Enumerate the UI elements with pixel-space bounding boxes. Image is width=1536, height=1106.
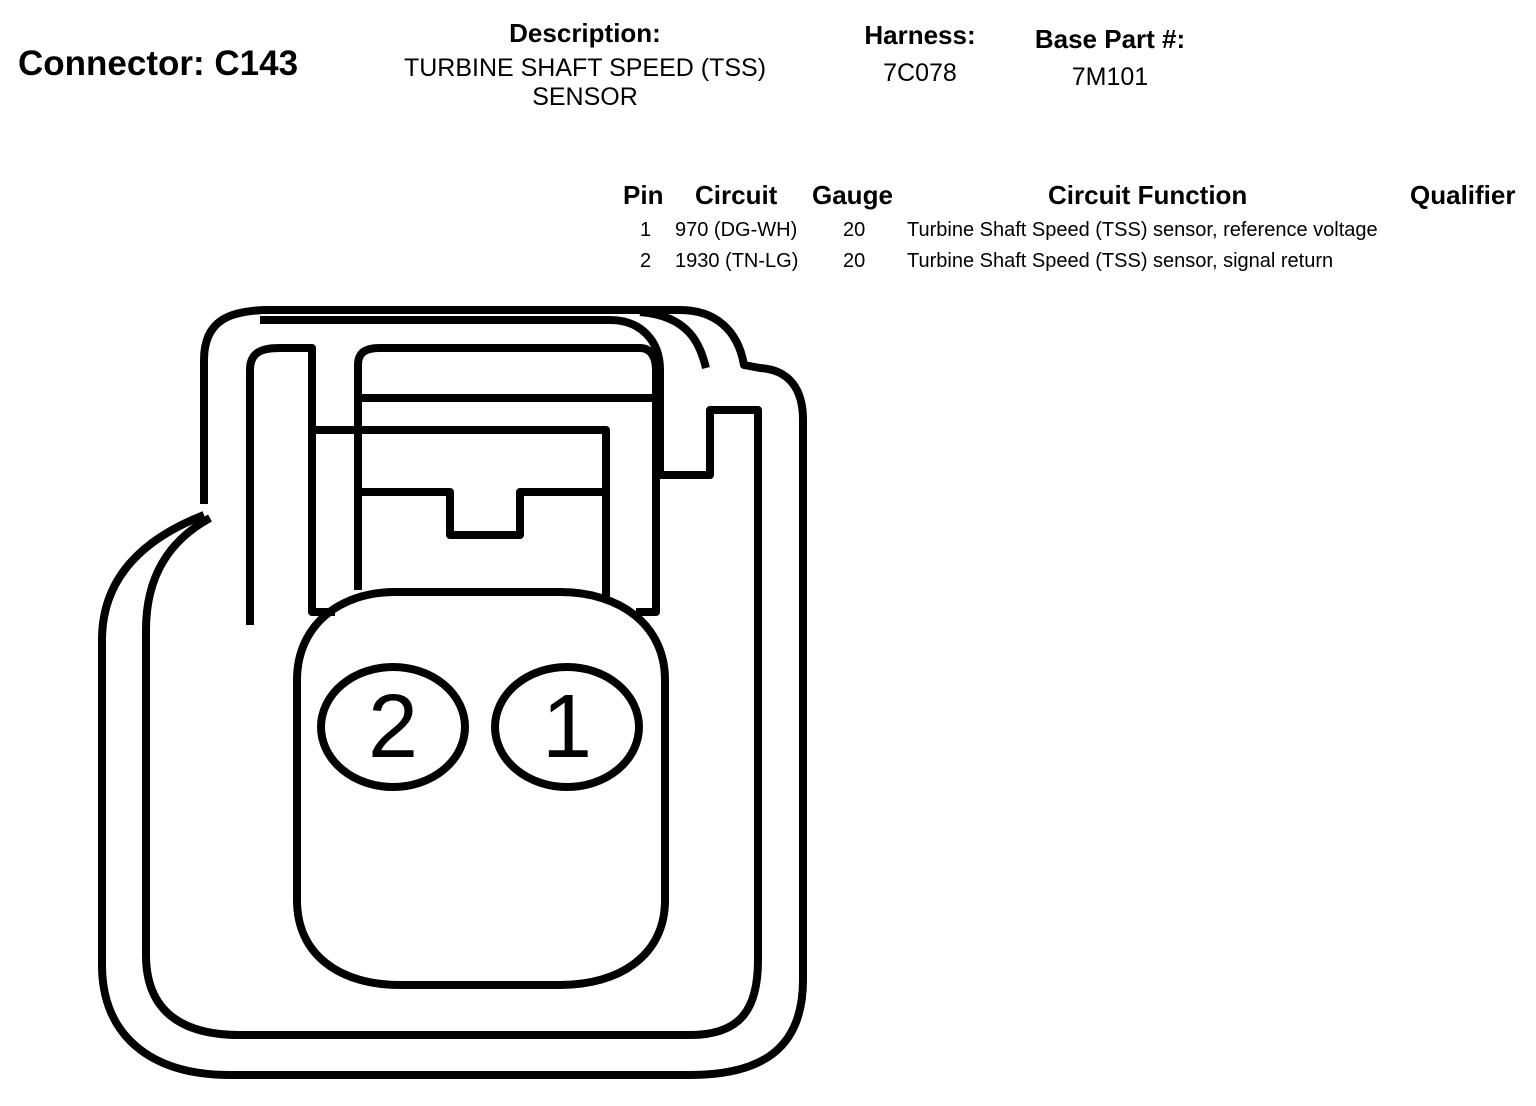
pin-label-2: 2 — [368, 677, 418, 777]
base-part-label: Base Part #: — [1034, 24, 1186, 54]
terminal-body — [293, 588, 669, 989]
base-part-block: Base Part #: 7M101 — [1015, 24, 1205, 92]
row-gauge: 20 — [843, 219, 866, 241]
pin-cavity-1 — [491, 663, 643, 791]
base-part-value: 7M101 — [1071, 63, 1149, 91]
header-circuit-function: Circuit Function — [1048, 180, 1248, 210]
harness-label: Harness: — [864, 20, 976, 50]
housing-shoulder-line — [639, 308, 710, 370]
connector-title: Connector: C143 — [18, 44, 299, 83]
harness-value: 7C078 — [883, 59, 957, 87]
pin-cavity-2 — [317, 663, 469, 791]
latch-line-low — [360, 488, 604, 539]
row-pin: 1 — [640, 219, 652, 241]
housing-outer-outline — [98, 306, 807, 1079]
header-pin: Pin — [623, 180, 664, 210]
latch-upper-body — [354, 344, 660, 616]
description-block: Description: TURBINE SHAFT SPEED (TSS) S… — [370, 18, 800, 112]
row-gauge: 20 — [843, 250, 866, 272]
header-qualifier: Qualifier — [1410, 180, 1516, 210]
housing-inner-outline — [142, 316, 762, 1039]
description-line-1: TURBINE SHAFT SPEED (TSS) — [403, 54, 767, 82]
row-circuit: 970 (DG-WH) — [675, 219, 798, 241]
row-function: Turbine Shaft Speed (TSS) sensor, signal… — [907, 250, 1334, 272]
description-text: TURBINE SHAFT SPEED (TSS) SENSOR — [370, 54, 800, 112]
header-circuit: Circuit — [695, 180, 778, 210]
harness-block: Harness: 7C078 — [840, 20, 1000, 88]
row-function: Turbine Shaft Speed (TSS) sensor, refere… — [907, 219, 1378, 241]
description-label: Description: — [509, 18, 661, 48]
latch-left — [246, 344, 335, 625]
pin-label-1: 1 — [542, 677, 592, 777]
description-line-2: SENSOR — [532, 83, 638, 111]
row-circuit: 1930 (TN-LG) — [675, 250, 799, 272]
row-pin: 2 — [640, 250, 652, 272]
latch-line-mid — [312, 426, 610, 600]
header-gauge: Gauge — [812, 180, 893, 210]
